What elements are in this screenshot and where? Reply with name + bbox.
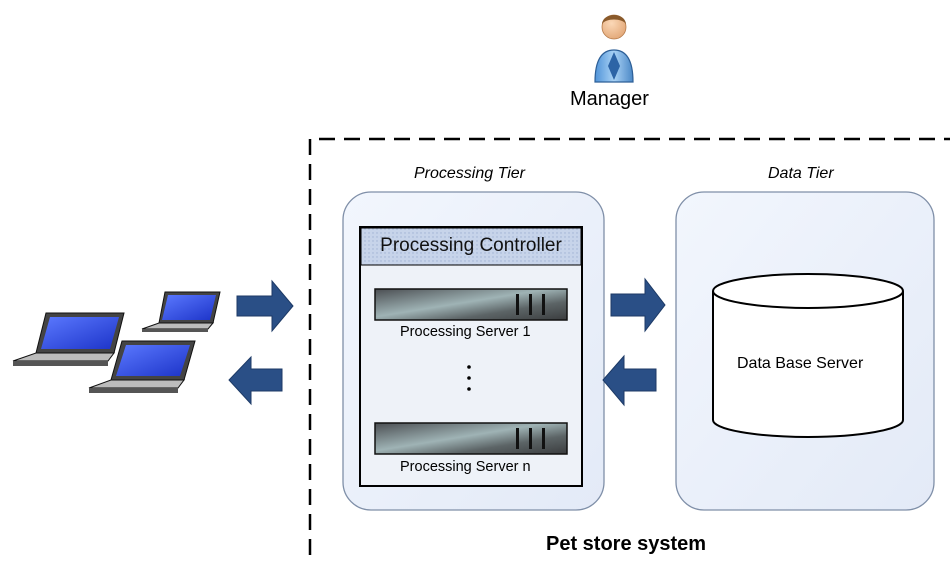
processing-controller-label: Processing Controller <box>380 235 562 256</box>
processing-server-n-label: Processing Server n <box>400 459 531 475</box>
arrow-right-client-to-processing <box>236 279 294 333</box>
arrow-right-processing-to-data <box>610 277 666 333</box>
laptop-icon-bottom <box>88 340 196 393</box>
manager-person-icon <box>594 14 634 83</box>
database-cylinder-icon <box>712 273 904 438</box>
vertical-ellipsis-icon <box>467 365 471 391</box>
processing-server-1-label: Processing Server 1 <box>400 324 531 340</box>
data-tier-label: Data Tier <box>768 165 834 182</box>
database-server-label: Data Base Server <box>737 355 864 372</box>
processing-server-n-icon <box>374 422 568 455</box>
laptop-icon-left <box>12 312 125 366</box>
processing-tier-label: Processing Tier <box>414 165 526 182</box>
system-boundary <box>308 137 950 555</box>
manager-label: Manager <box>570 88 649 110</box>
arrow-left-processing-to-client <box>228 355 283 406</box>
system-title: Pet store system <box>546 533 707 555</box>
laptop-icon-top <box>141 291 221 332</box>
processing-server-1-icon <box>374 288 568 321</box>
arrow-left-data-to-processing <box>602 354 657 407</box>
